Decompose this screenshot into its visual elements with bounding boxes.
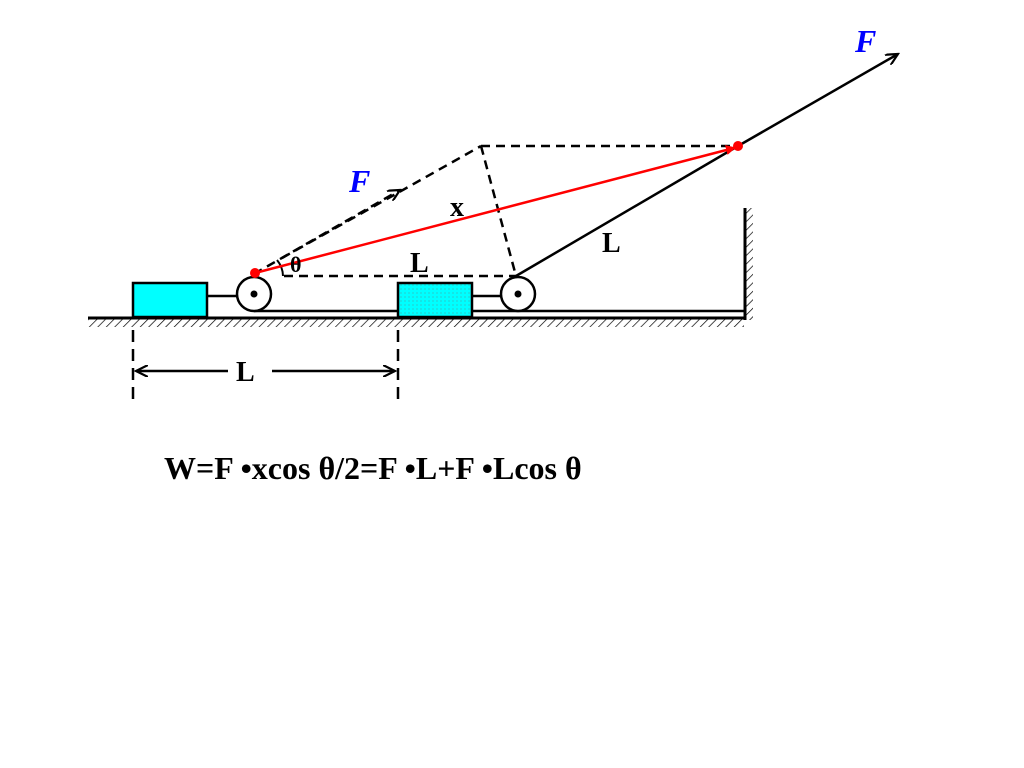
work-formula: W=F •xcos θ/2=F •L+F •Lcos θ [164,450,582,486]
force-arrow-upper [737,54,898,148]
block-final [396,281,474,319]
distance-label: L [236,357,255,388]
angle-label: θ [290,252,301,277]
horizontal-length-label: L [410,248,429,279]
pulley-initial [235,275,273,313]
dashed-diagonal [479,145,518,277]
angle-arc [276,259,284,277]
displacement-end-dot [733,141,743,151]
rope-length-label: L [602,228,621,259]
dashed-left-side [281,144,482,260]
force-label-upper: F [854,23,876,59]
force-label-lower: F [348,163,370,199]
wall-hatching [746,208,753,320]
displacement-vector [254,145,736,275]
ground-hatching [88,318,744,327]
pulley-final [499,275,537,313]
displacement-label: x [450,192,464,223]
rope-segment-L [515,144,739,278]
block-initial [131,281,209,319]
displacement-start-dot [250,268,260,278]
